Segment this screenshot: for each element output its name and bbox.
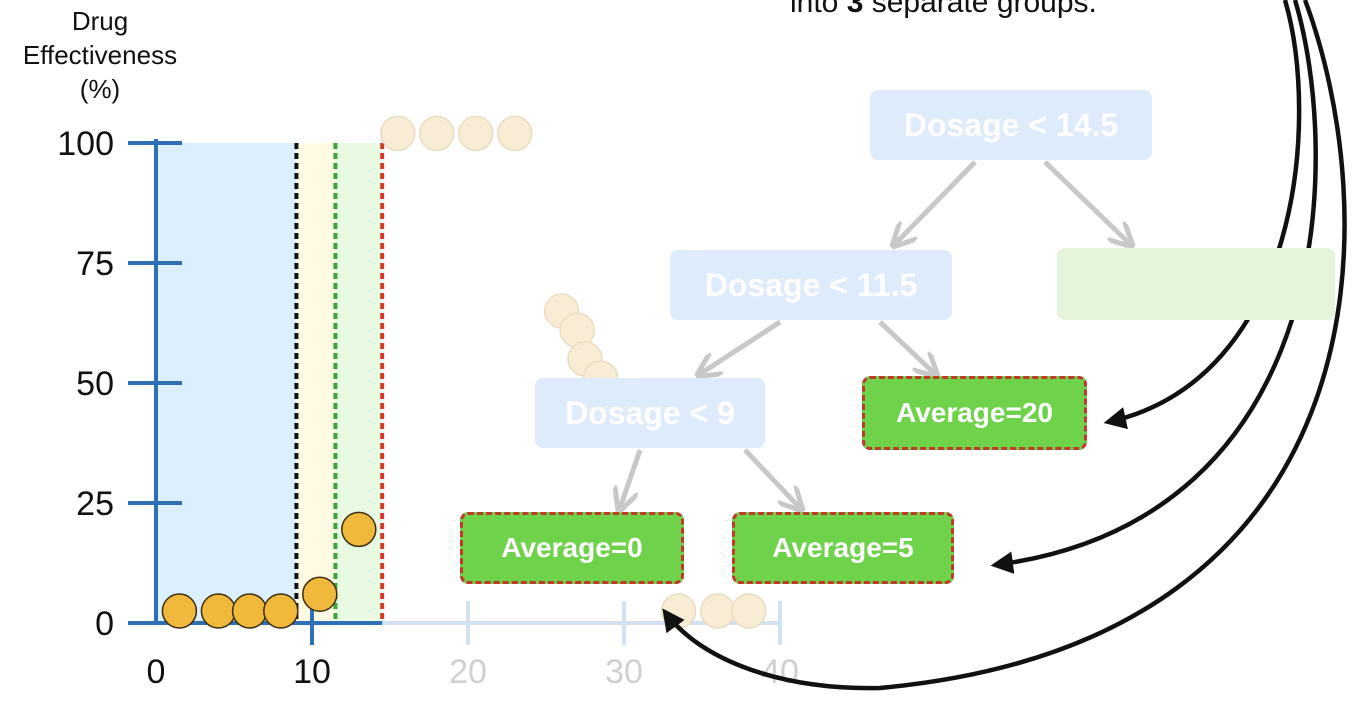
faded-point-2: [458, 115, 494, 152]
caption: into 3 separate groups.: [790, 0, 1270, 20]
y-tick-label-75: 75: [76, 245, 114, 283]
tree-node-right: [1057, 248, 1335, 320]
leaf-node-average-0: Average=0: [460, 512, 684, 584]
faded-point-9: [699, 593, 736, 629]
faded-point-10: [731, 593, 767, 629]
split-regions: [156, 143, 383, 623]
y-axis-label-line-2: Effectiveness: [22, 40, 178, 70]
x-tick-label-20: 20: [449, 653, 487, 691]
split-lines: [294, 143, 385, 623]
faded-point-0: [380, 115, 416, 152]
y-tick-label-25: 25: [76, 485, 114, 523]
tree-edge-1: [1043, 160, 1130, 244]
tree-edge-3: [878, 320, 935, 374]
tree-edge-5: [743, 448, 800, 508]
y-axis-label-line-1: Drug: [71, 6, 129, 36]
tree-edge-0: [895, 160, 977, 244]
tree-edges: [620, 160, 1130, 508]
tree-node-leftleft: Dosage < 9: [535, 378, 765, 448]
curved-arrow-0: [1103, 0, 1302, 430]
caption-prefix: into: [790, 0, 847, 19]
faded-point-3: [497, 115, 533, 152]
data-point-0: [161, 593, 198, 629]
y-tick-label-0: 0: [95, 605, 114, 643]
curved-arrow-1: [990, 0, 1318, 574]
caption-suffix: separate groups.: [863, 0, 1097, 19]
data-point-1: [200, 593, 237, 629]
y-tick-label-50: 50: [76, 365, 114, 403]
y-axis-label: Drug Effectiveness (%): [0, 4, 200, 106]
curved-arrow-2: [662, 0, 1347, 691]
x-tick-label-10: 10: [293, 653, 331, 691]
split-region-1: [296, 143, 336, 623]
x-tick-label-30: 30: [605, 653, 643, 691]
curved-arrows: [662, 0, 1347, 691]
leaf-node-average-5: Average=5: [732, 512, 954, 584]
y-tick-label-100: 100: [57, 125, 114, 163]
faded-point-1: [419, 115, 455, 152]
leaf-node-average-20: Average=20: [862, 376, 1087, 450]
y-axis-label-line-3: (%): [79, 74, 121, 104]
tree-edge-2: [700, 319, 782, 374]
split-region-2: [335, 143, 383, 623]
tree-node-left: Dosage < 11.5: [670, 250, 952, 320]
tree-node-root: Dosage < 14.5: [870, 90, 1152, 160]
faded-data-points: [380, 115, 767, 629]
caption-number: 3: [846, 0, 864, 19]
tree-edge-4: [620, 449, 643, 508]
x-tick-label-0: 0: [147, 653, 166, 691]
data-point-5: [341, 511, 377, 548]
data-point-4: [302, 576, 338, 612]
highlighted-data-points: [161, 511, 377, 629]
data-point-3: [263, 593, 299, 629]
data-point-2: [231, 593, 268, 629]
x-tick-label-40: 40: [761, 653, 799, 691]
